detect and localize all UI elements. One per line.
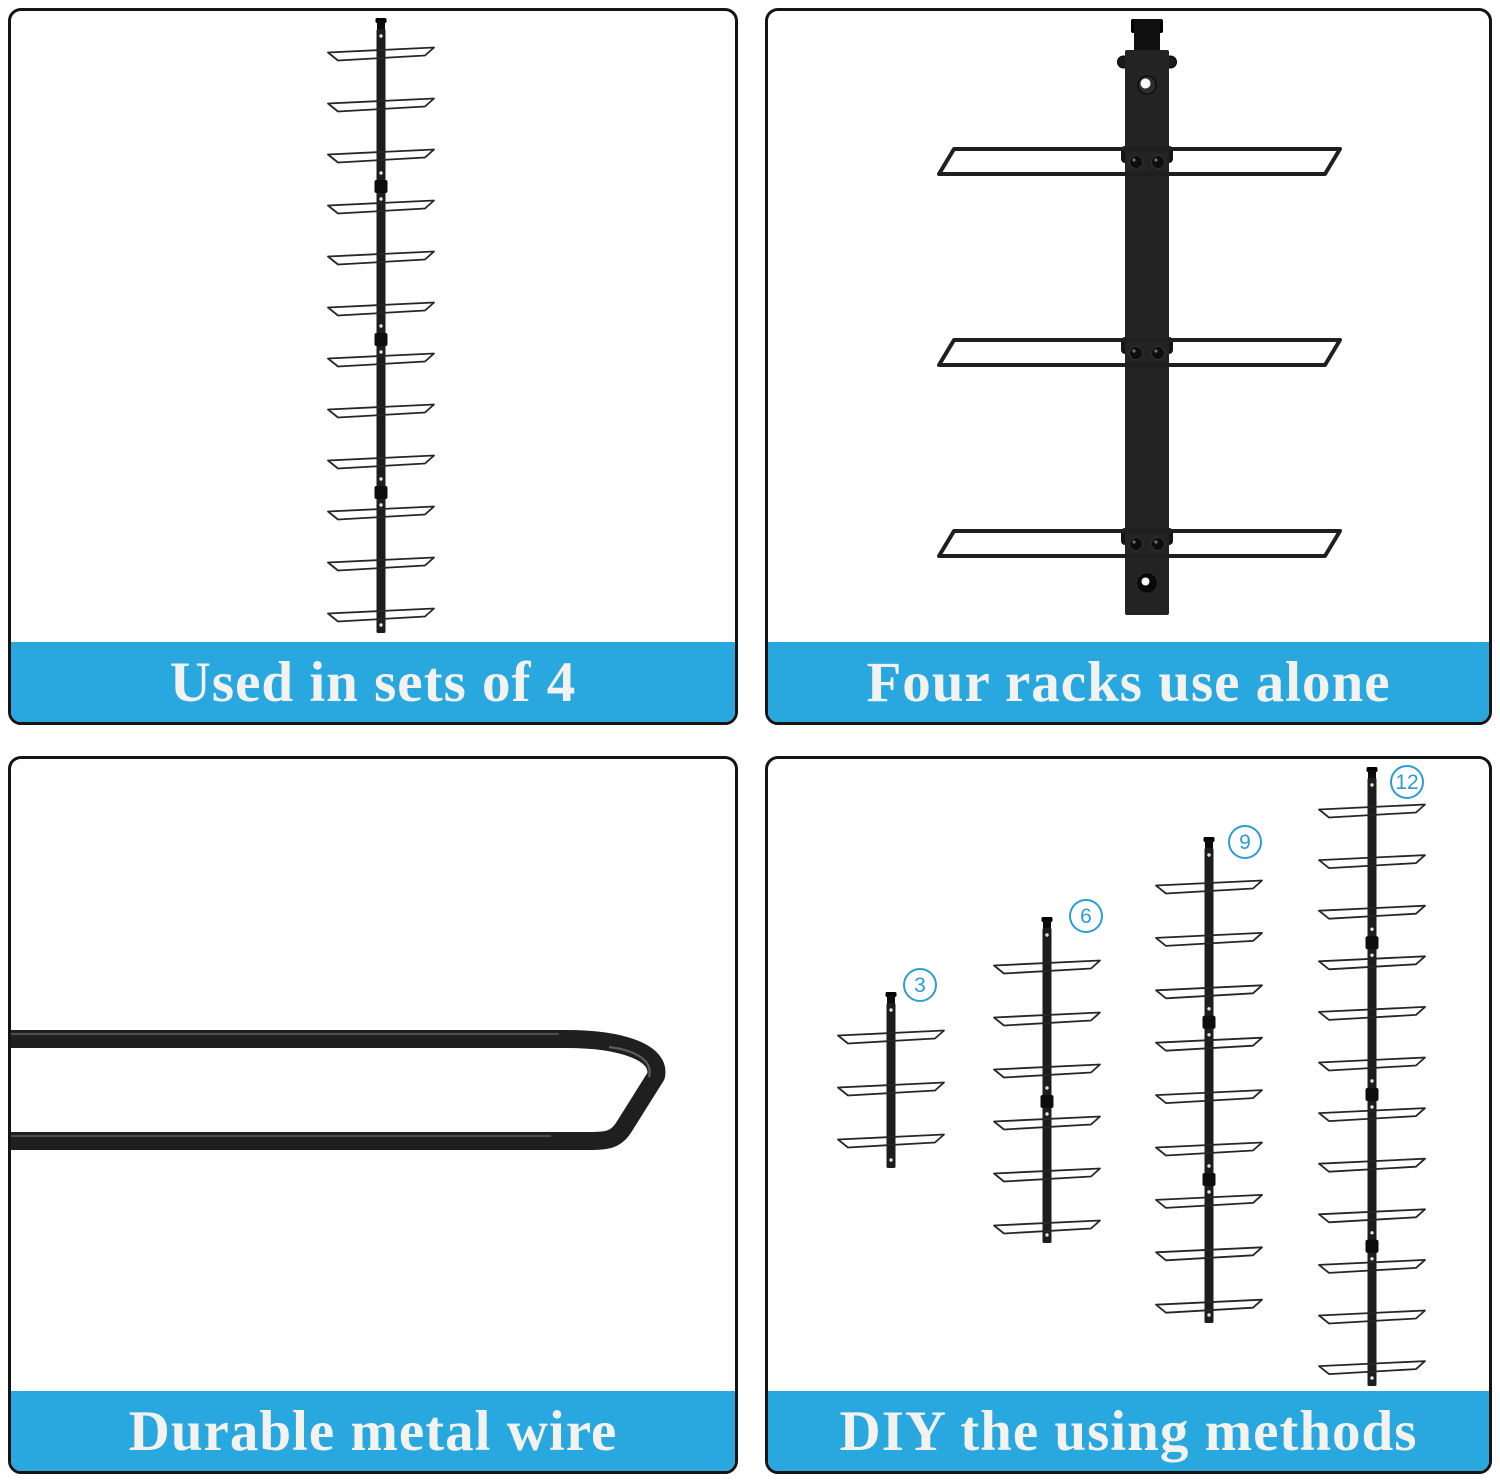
three-shelf-rack-illustration xyxy=(937,19,1342,615)
caption-used-in-sets: Used in sets of 4 xyxy=(11,642,735,722)
count-badge-6: 6 xyxy=(1069,899,1103,933)
twelve-shelf-rack-illustration xyxy=(327,18,435,633)
panel-diy-methods: 3 6 9 12 DIY the using methods xyxy=(765,756,1492,1474)
count-badge-9: 9 xyxy=(1228,825,1262,859)
caption-diy-methods: DIY the using methods xyxy=(768,1391,1489,1471)
caption-durable-wire: Durable metal wire xyxy=(11,1391,735,1471)
metal-wire-closeup-illustration xyxy=(11,1030,666,1150)
panel-four-racks-alone: Four racks use alone xyxy=(765,8,1492,725)
rack-size-variants-illustration xyxy=(837,767,1426,1386)
wire-loop-shape xyxy=(11,1030,666,1150)
count-badge-12: 12 xyxy=(1390,765,1424,799)
wire-highlight-bend xyxy=(608,1045,651,1078)
panel-durable-wire: Durable metal wire xyxy=(8,756,738,1474)
caption-four-racks-alone: Four racks use alone xyxy=(768,642,1489,722)
count-badge-3: 3 xyxy=(903,968,937,1002)
panel-used-in-sets: Used in sets of 4 xyxy=(8,8,738,725)
